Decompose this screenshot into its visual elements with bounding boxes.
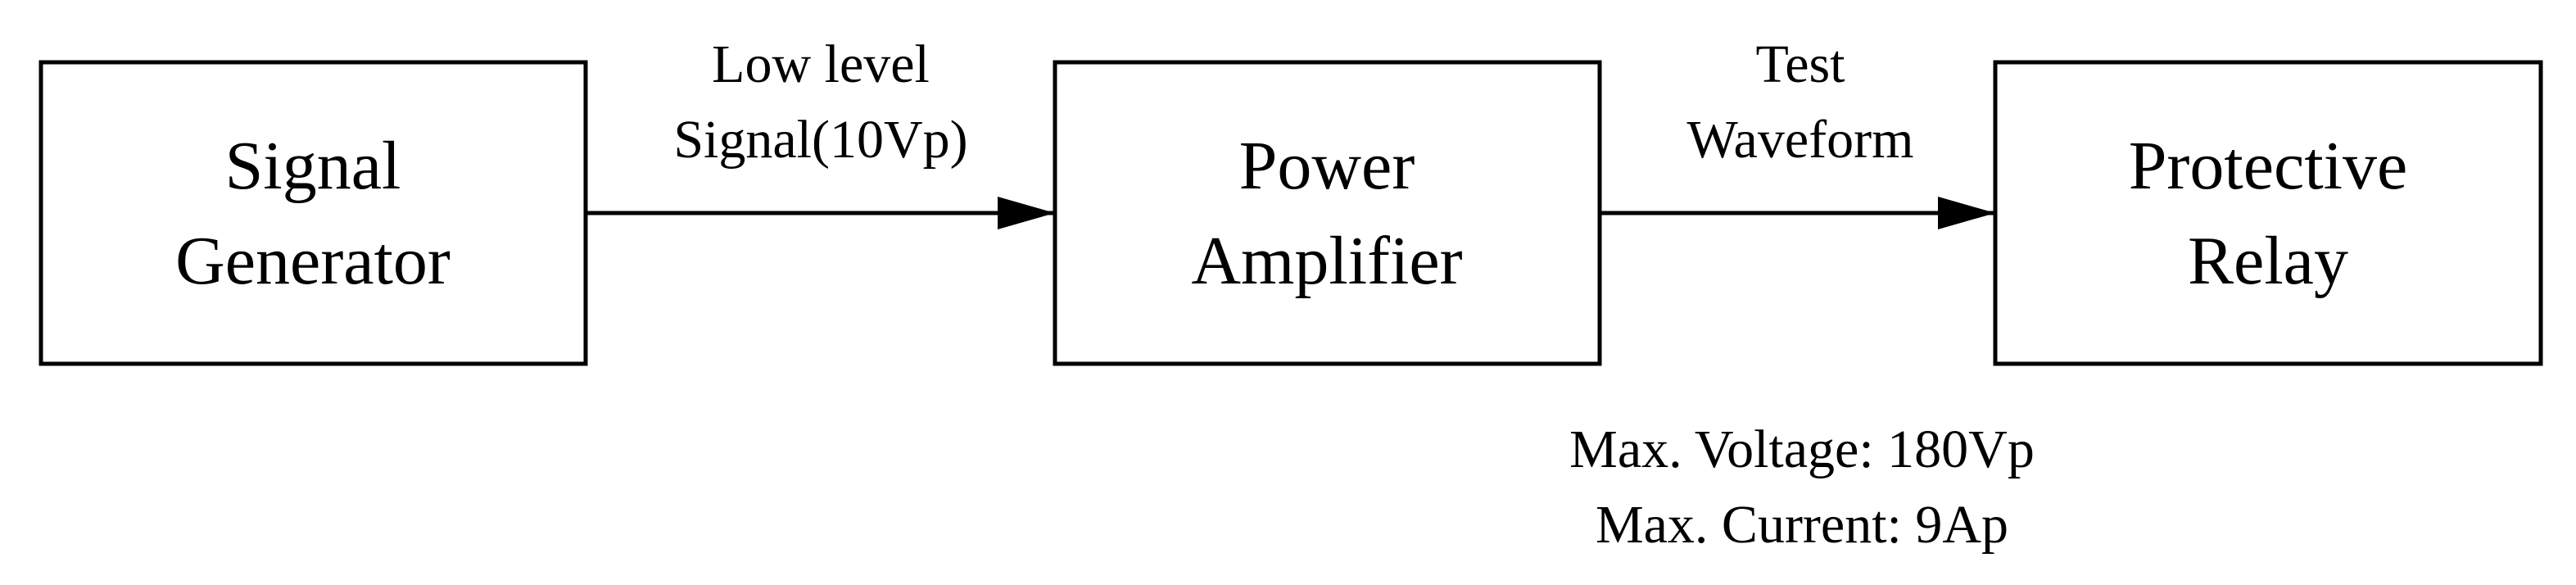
edge-amplifier-to-relay: Test Waveform [1600,34,1995,229]
edge-label-low-level-line-2: Signal(10Vp) [673,110,967,170]
edge-signal-to-amplifier: Low level Signal(10Vp) [586,34,1055,229]
block-power-amplifier: Power Amplifier [1053,60,1602,366]
signal-generator-label-line-1: Signal [225,128,401,204]
protective-relay-label-line-2: Relay [2188,223,2348,299]
power-amplifier-box [1053,60,1602,366]
edge-label-test-waveform-line-1: Test [1755,34,1845,94]
protective-relay-label-line-1: Protective [2129,128,2408,204]
amplifier-spec-notes: Max. Voltage: 180Vp Max. Current: 9Ap [1569,419,2035,555]
signal-generator-box [38,60,588,366]
block-signal-generator: Signal Generator [38,60,588,366]
max-current-note: Max. Current: 9Ap [1596,495,2008,555]
max-voltage-note: Max. Voltage: 180Vp [1569,419,2035,479]
power-amplifier-label-line-2: Amplifier [1191,223,1462,299]
edge-label-test-waveform-line-2: Waveform [1687,110,1914,170]
block-protective-relay: Protective Relay [1993,60,2543,366]
power-amplifier-label-line-1: Power [1239,128,1415,204]
signal-generator-label-line-2: Generator [175,223,450,299]
edge-label-low-level-line-1: Low level [712,34,930,94]
protective-relay-box [1993,60,2543,366]
